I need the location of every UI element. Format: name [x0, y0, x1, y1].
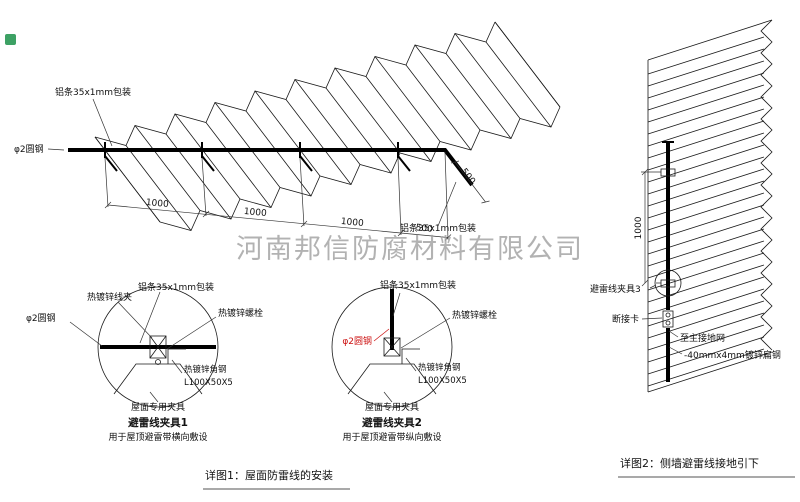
detail1-subtitle: 用于屋顶避雷带横向敷设: [108, 431, 207, 443]
detail2-leader-rod: [373, 328, 390, 342]
detail2-leader-strip: [392, 292, 401, 317]
dim-line-bottom: [107, 204, 449, 238]
detail2-strip-label: 铝条35x1mm包装: [380, 279, 456, 291]
dim-extension-lines: [104, 151, 449, 240]
detail2-angle-label: 热镀锌角钢: [418, 362, 461, 373]
dim-1000-c: 1000: [340, 217, 364, 229]
dim-line-slope: [454, 161, 486, 203]
detail2-leader-angle: [405, 357, 417, 372]
detail1-wireclip-label: 热镀锌线夹: [87, 291, 132, 303]
wall-outline: [647, 19, 773, 393]
detail1-strip-label: 铝条35x1mm包装: [138, 281, 214, 293]
wall-clamp-lower: [660, 279, 676, 288]
wall-dim-label: 1000: [634, 216, 644, 239]
detail-circle-2: [331, 286, 453, 408]
detail2-leader-fixture: [383, 391, 393, 403]
disconnect-label: 断接卡: [612, 313, 639, 325]
detail1-clamp-cross: [149, 335, 167, 359]
detail2-subtitle: 用于屋顶避雷带纵向敷设: [342, 431, 441, 443]
detail1-angle-steel: [167, 348, 186, 364]
roof-dimension-chain: 1000 1000 1000 500: [104, 151, 452, 241]
wall-detail-view: 1000 避雷线夹具3 断接卡 至主接地网 -40mmx4mm镀锌扁钢: [590, 19, 781, 393]
detail1-leader-angle: [171, 359, 183, 374]
detail2-title: 避雷线夹具2: [361, 416, 422, 429]
wall-dim-lines: [641, 171, 661, 284]
detail2-clamp-body: [383, 337, 401, 357]
dim-ticks-bottom: [104, 201, 452, 241]
to-ground-label: 至主接地网: [680, 332, 725, 344]
dim-500-a: 500: [415, 223, 433, 235]
dim-1000-b: 1000: [243, 207, 267, 219]
disconnect-card: [662, 310, 674, 328]
detail1-rib-profile: [113, 363, 203, 395]
detail1-angle-size-label: L100X50X5: [184, 378, 233, 388]
detail1-leader-wireclip: [117, 301, 153, 339]
leader-to-ground: [668, 330, 679, 338]
detail1-title: 避雷线夹具1: [127, 416, 188, 429]
detail1-leader-rod: [69, 321, 103, 347]
detail1-rod-label: φ2圆钢: [26, 312, 56, 324]
disconnect-bolt-bottom: [665, 320, 671, 326]
detail1-bolt: [155, 359, 161, 365]
roof-ridges: [94, 21, 561, 231]
wall-clamp-upper: [660, 168, 676, 177]
roof-isometric-view: 铝条35x1mm包装 铝条35x1mm包装 φ2圆钢 1000 1000 100…: [14, 21, 561, 241]
wall-dimension: 1000: [634, 168, 661, 287]
wall-corrugation-lines: [647, 36, 765, 387]
detail2-rib-profile: [347, 363, 437, 395]
caption-detail-2: 详图2：侧墙避雷线接地引下: [620, 456, 759, 470]
detail2-leader-bolt: [400, 317, 451, 349]
detail2-angle-steel: [401, 348, 420, 364]
corner-watermark-logo: [5, 34, 16, 45]
detail1-fixture-label: 屋面专用夹具: [131, 401, 185, 413]
clamp-detail-2: 铝条35x1mm包装 热镀锌螺栓 φ2圆钢 热镀锌角钢 L100X50X5 屋面…: [331, 279, 497, 443]
clamp-detail-1: 热镀锌线夹 铝条35x1mm包装 热镀锌螺栓 φ2圆钢 热镀锌角钢 L100X5…: [26, 281, 263, 443]
detail2-angle-size-label: L100X50X5: [418, 376, 467, 386]
leader-flat-steel: [668, 346, 683, 355]
captions: 详图1：屋面防雷线的安装 详图2：侧墙避雷线接地引下: [203, 456, 795, 490]
wall-dim-ticks: [641, 168, 649, 287]
detail1-bolt-label: 热镀锌螺栓: [218, 307, 263, 319]
roof-strip-bottom-label: 铝条35x1mm包装: [400, 222, 476, 234]
dim-1000-a: 1000: [145, 198, 169, 210]
detail2-fixture-label: 屋面专用夹具: [365, 401, 419, 413]
leader-rod: [47, 148, 65, 151]
leader-strip-top: [92, 98, 113, 147]
roof-bottom-edge: [159, 106, 561, 231]
leader-wall-clamp: [649, 284, 657, 289]
wall-clamp-detail-circle: [654, 269, 682, 297]
wall-right-edge: [760, 19, 773, 351]
detail2-rod-label: φ2圆钢: [342, 335, 372, 347]
detail2-clamp-cross: [383, 337, 401, 357]
roof-clamps: [104, 142, 411, 172]
leader-disconnect: [641, 317, 663, 320]
roof-strip-top-label: 铝条35x1mm包装: [55, 86, 131, 98]
dim-500-b: 500: [458, 167, 477, 187]
disconnect-bolt-top: [665, 312, 671, 318]
roof-rod-label: φ2圆钢: [14, 143, 44, 155]
detail1-leader-strip: [139, 291, 161, 344]
dim-ticks-slope: [450, 160, 490, 204]
caption-detail-1: 详图1：屋面防雷线的安装: [205, 468, 333, 482]
detail2-bolt-label: 热镀锌螺栓: [452, 309, 497, 321]
roof-top-edge: [94, 21, 496, 146]
detail1-leader-fixture: [149, 391, 159, 403]
detail1-angle-label: 热镀锌角钢: [184, 364, 227, 375]
flat-steel-label: -40mmx4mm镀锌扁钢: [684, 349, 781, 361]
detail-circle-1: [97, 286, 219, 408]
wall-clamp-label: 避雷线夹具3: [590, 283, 641, 295]
detail1-leader-bolt: [166, 316, 217, 350]
detail1-clamp-body: [149, 335, 167, 359]
company-watermark: 河南邦信防腐材料有限公司: [236, 234, 584, 264]
lightning-wire: [68, 148, 474, 187]
